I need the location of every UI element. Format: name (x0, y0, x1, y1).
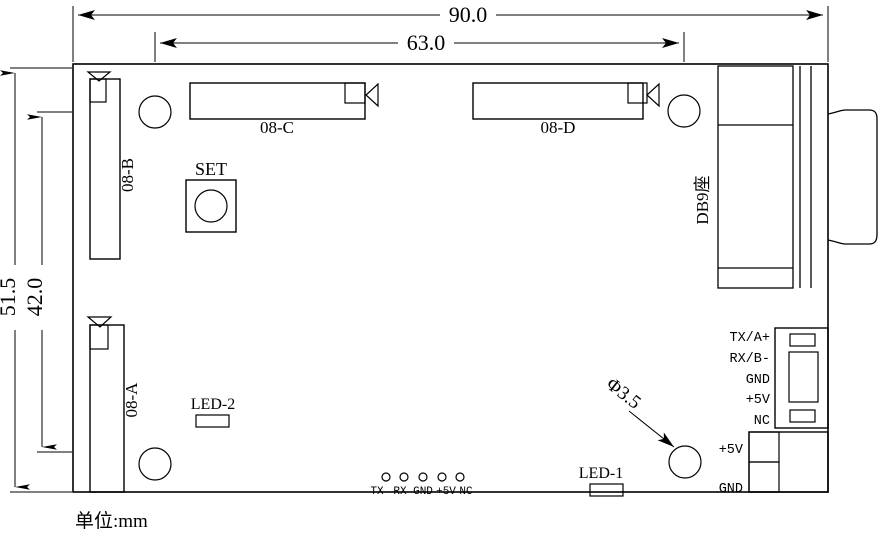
pin-header-label-2: GND (413, 486, 433, 498)
led-2-label: LED-2 (191, 396, 235, 413)
pin-header-hole-1 (399, 472, 409, 482)
dimension-42: 42.0 (22, 114, 57, 450)
dimension-90: 90.0 (78, 2, 823, 27)
db9-connector: DB9座 (693, 65, 878, 289)
db9-shell-outline (827, 109, 878, 245)
connector-08-c: 08-C (189, 82, 379, 137)
connector-08-b-label: 08-B (118, 158, 137, 192)
dimension-42-label: 42.0 (22, 278, 47, 317)
power-pin-label-1: GND (719, 482, 743, 497)
signal-pin-label-1: RX/B- (729, 352, 770, 367)
power-terminal-slot-bottom (748, 461, 780, 493)
connector-08-b-pin1 (89, 78, 107, 103)
connector-08-c-label: 08-C (260, 118, 294, 137)
signal-pin-label-0: TX/A+ (729, 331, 770, 346)
connector-08-b: 08-B (86, 71, 137, 260)
pin-header: TX RX GND +5V NC (370, 472, 473, 498)
connector-08-a: 08-A (86, 316, 141, 493)
connector-08-d-marker-icon (646, 82, 660, 108)
dimension-51-5: 51.5 (0, 70, 30, 490)
mounting-hole-bottom-left (138, 447, 172, 481)
pin-header-hole-4 (455, 472, 465, 482)
signal-terminal-screw-bottom-icon (789, 409, 816, 423)
mounting-hole-top-right (667, 94, 701, 128)
connector-08-a-label: 08-A (122, 382, 141, 418)
pin-header-label-3: +5V (436, 486, 456, 498)
signal-terminal-body (788, 351, 819, 403)
dimension-63: 63.0 (160, 30, 679, 55)
dimension-63-label: 63.0 (407, 30, 446, 55)
signal-terminal-screw-top-icon (789, 333, 816, 347)
signal-pin-label-2: GND (746, 373, 770, 388)
led-2: LED-2 (191, 396, 235, 428)
set-button-label: SET (195, 159, 227, 179)
pin-header-hole-0 (381, 472, 391, 482)
connector-08-a-marker-icon (86, 316, 113, 328)
dimension-90-label: 90.0 (449, 2, 488, 27)
led-1-body (589, 483, 624, 497)
led-2-body (195, 414, 230, 428)
pin-header-label-0: TX (370, 486, 384, 498)
dimension-51-5-label: 51.5 (0, 278, 20, 317)
mounting-hole-top-left (138, 95, 172, 129)
pin-header-hole-3 (437, 472, 447, 482)
unit-note: 单位:mm (75, 510, 148, 532)
extension-lines (10, 6, 829, 493)
db9-label: DB9座 (693, 175, 712, 224)
pin-header-label-4: NC (459, 486, 473, 498)
led-1: LED-1 (579, 465, 624, 497)
set-button-cap-icon (194, 189, 228, 223)
connector-08-d-pin1 (627, 82, 648, 104)
pcb-board-outline (72, 63, 829, 493)
signal-terminal-block: TX/A+ RX/B- GND +5V NC (729, 327, 829, 429)
led-1-label: LED-1 (579, 465, 623, 482)
connector-08-c-pin1 (344, 82, 366, 104)
connector-08-d: 08-D (472, 82, 660, 137)
connector-08-b-marker-icon (86, 71, 112, 82)
connector-08-a-pin1 (89, 324, 109, 350)
power-terminal-block: +5V GND (719, 431, 829, 497)
power-pin-label-0: +5V (719, 443, 744, 458)
mounting-hole-bottom-right (668, 445, 702, 479)
connector-08-d-label: 08-D (541, 118, 576, 137)
signal-pin-label-4: NC (754, 414, 770, 429)
pin-header-label-1: RX (393, 486, 407, 498)
set-button[interactable]: SET (185, 159, 237, 233)
signal-pin-label-3: +5V (746, 393, 771, 408)
connector-08-c-marker-icon (365, 82, 379, 108)
pin-header-hole-2 (418, 472, 428, 482)
